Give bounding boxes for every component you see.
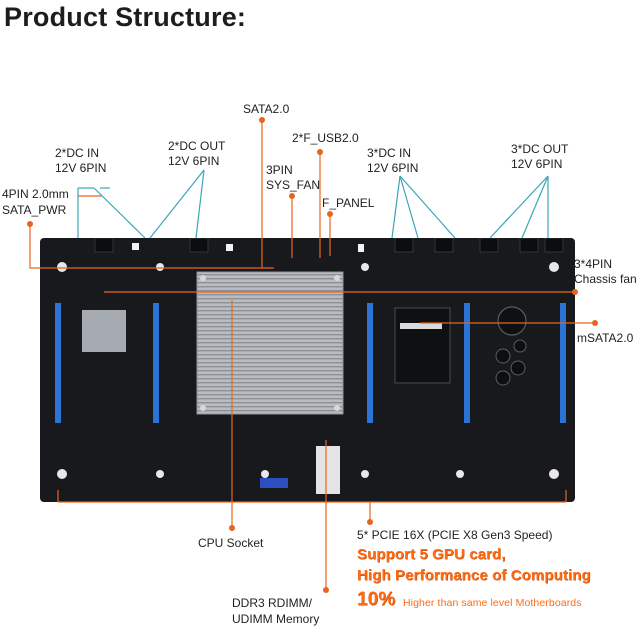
pcie-slots xyxy=(55,303,566,423)
promo-line-1: Support 5 GPU card, xyxy=(357,546,506,563)
dc-out-left-label-2: 12V 6PIN xyxy=(168,154,220,168)
capacitors xyxy=(495,339,527,386)
sata-pwr-pointer xyxy=(29,224,274,269)
white-headers xyxy=(132,243,364,252)
promo-line-3: Higher than same level Motherboards xyxy=(403,597,582,609)
sys-fan-label-2: SYS_FAN xyxy=(266,178,321,192)
chassis-fan-label-2: Chassis fan xyxy=(574,272,637,286)
sys-fan-label-1: 3PIN xyxy=(266,163,293,177)
pointer-dots xyxy=(27,117,598,593)
sata-pwr-label-1: 4PIN 2.0mm xyxy=(2,187,69,201)
f-panel-label: F_PANEL xyxy=(322,196,375,210)
sata20-label: SATA2.0 xyxy=(243,102,290,116)
dc-out-right-label-1: 3*DC OUT xyxy=(511,142,569,156)
dc-in-left-label-1: 2*DC IN xyxy=(55,146,100,160)
dc-connectors xyxy=(94,238,564,253)
promo-line-2: High Performance of Computing xyxy=(357,567,591,584)
dc-out-right-label-2: 12V 6PIN xyxy=(511,157,563,171)
mounting-holes xyxy=(57,262,559,479)
dc-out-left-label-1: 2*DC OUT xyxy=(168,139,226,153)
dc-in-left-label-2: 12V 6PIN xyxy=(55,161,107,175)
dc-in-right-label-1: 3*DC IN xyxy=(367,146,412,160)
chipset xyxy=(82,310,126,352)
dc-in-right-label-2: 12V 6PIN xyxy=(367,161,419,175)
pcie-bracket xyxy=(57,490,567,503)
sata-port xyxy=(260,478,288,488)
dimm-slot xyxy=(316,446,340,494)
msata-slot xyxy=(394,307,451,384)
promo-percent: 10% xyxy=(357,589,396,610)
motherboard-image xyxy=(40,238,575,502)
ddr3-label-2: UDIMM Memory xyxy=(232,612,320,626)
chassis-fan-label-1: 3*4PIN xyxy=(574,257,613,271)
cpu-heatsink xyxy=(196,271,344,415)
sata-pwr-label-2: SATA_PWR xyxy=(2,203,67,217)
ddr3-label-1: DDR3 RDIMM/ xyxy=(232,596,312,610)
f-usb-label: 2*F_USB2.0 xyxy=(292,131,359,145)
pcie-label: 5* PCIE 16X (PCIE X8 Gen3 Speed) xyxy=(357,528,553,542)
page-title: Product Structure: xyxy=(4,2,247,32)
msata-label: mSATA2.0 xyxy=(577,331,634,345)
cmos-battery xyxy=(497,306,527,336)
cpu-socket-label: CPU Socket xyxy=(198,536,264,550)
